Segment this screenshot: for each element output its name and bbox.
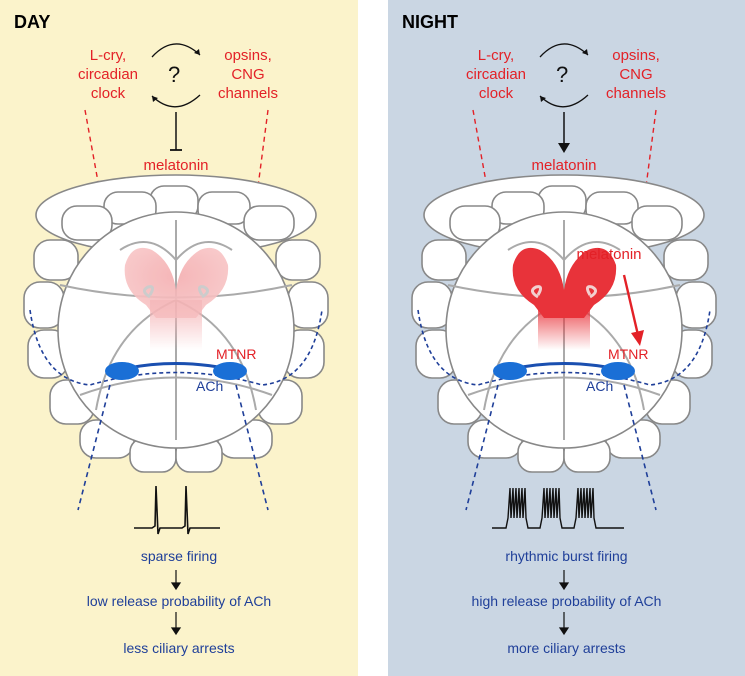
day-question-mark: ? bbox=[168, 62, 181, 87]
neuron-right-soma bbox=[601, 362, 635, 380]
day-ach-label: ACh bbox=[196, 378, 224, 394]
night-mtnr-label: MTNR bbox=[608, 346, 649, 362]
sparse-firing-trace bbox=[134, 485, 220, 535]
night-firing-label: rhythmic burst firing bbox=[505, 548, 628, 564]
cycle-arrowhead-top bbox=[194, 49, 200, 55]
night-release-label: high release probability of ACh bbox=[471, 593, 662, 609]
night-inputs-right: opsins, CNG channels bbox=[605, 47, 667, 102]
day-inputs-right: opsins, CNG channels bbox=[217, 47, 279, 102]
night-melatonin-label: melatonin bbox=[531, 157, 597, 174]
neuron-right-soma bbox=[213, 362, 247, 380]
burst-firing-trace bbox=[492, 487, 624, 529]
melatonin-to-mtnr-arrow bbox=[622, 274, 640, 336]
flow-arrows bbox=[170, 570, 182, 636]
day-outcome-label: less ciliary arrests bbox=[123, 640, 235, 656]
pineal-like-gland bbox=[512, 247, 617, 350]
night-outcome-label: more ciliary arrests bbox=[507, 640, 626, 656]
cycle-arrow-bottom bbox=[539, 94, 589, 108]
night-ach-label: ACh bbox=[586, 378, 614, 394]
neuron-left-soma bbox=[105, 362, 139, 380]
day-mtnr-label: MTNR bbox=[216, 346, 257, 362]
day-firing-label: sparse firing bbox=[140, 548, 218, 564]
cycle-arrowhead-top bbox=[582, 49, 588, 55]
day-melatonin-label: melatonin bbox=[143, 157, 209, 174]
flow-arrows bbox=[558, 570, 570, 636]
cholinergic-neurons bbox=[29, 309, 323, 511]
neuron-axon bbox=[417, 309, 711, 386]
cycle-arrow-top bbox=[539, 43, 589, 58]
cycle-arrow-bottom bbox=[151, 94, 201, 108]
neuron-left-soma bbox=[493, 362, 527, 380]
eye-spots bbox=[143, 285, 209, 299]
melatonin-to-mtnr-arrowhead bbox=[631, 330, 644, 346]
night-panel: NIGHT L-cry, circadian clock opsins, CNG… bbox=[388, 0, 745, 676]
eye-spots bbox=[531, 285, 597, 299]
day-diagram bbox=[23, 43, 329, 636]
cycle-arrowhead-bottom bbox=[540, 96, 546, 102]
blue-dashed-left bbox=[465, 384, 499, 511]
cycle-arrow-top bbox=[151, 43, 201, 58]
day-title: DAY bbox=[14, 12, 51, 32]
day-release-label: low release probability of ACh bbox=[86, 593, 272, 609]
cholinergic-neurons bbox=[417, 309, 711, 511]
blue-dashed-right bbox=[623, 384, 657, 511]
day-panel: DAY L-cry, circadian clock opsins, CNG c… bbox=[0, 0, 358, 676]
night-diagram bbox=[411, 43, 717, 636]
blue-dashed-right bbox=[235, 384, 269, 511]
pineal-like-gland bbox=[124, 247, 229, 350]
night-question-mark: ? bbox=[556, 62, 569, 87]
blue-dashed-left bbox=[77, 384, 111, 511]
night-melatonin-arrow-label: melatonin bbox=[576, 246, 642, 263]
neuron-axon bbox=[29, 309, 323, 386]
activation-arrowhead bbox=[558, 143, 570, 153]
night-title: NIGHT bbox=[402, 12, 458, 32]
cycle-arrowhead-bottom bbox=[152, 96, 158, 102]
night-inputs-left: L-cry, circadian clock bbox=[465, 47, 527, 102]
day-inputs-left: L-cry, circadian clock bbox=[77, 47, 139, 102]
